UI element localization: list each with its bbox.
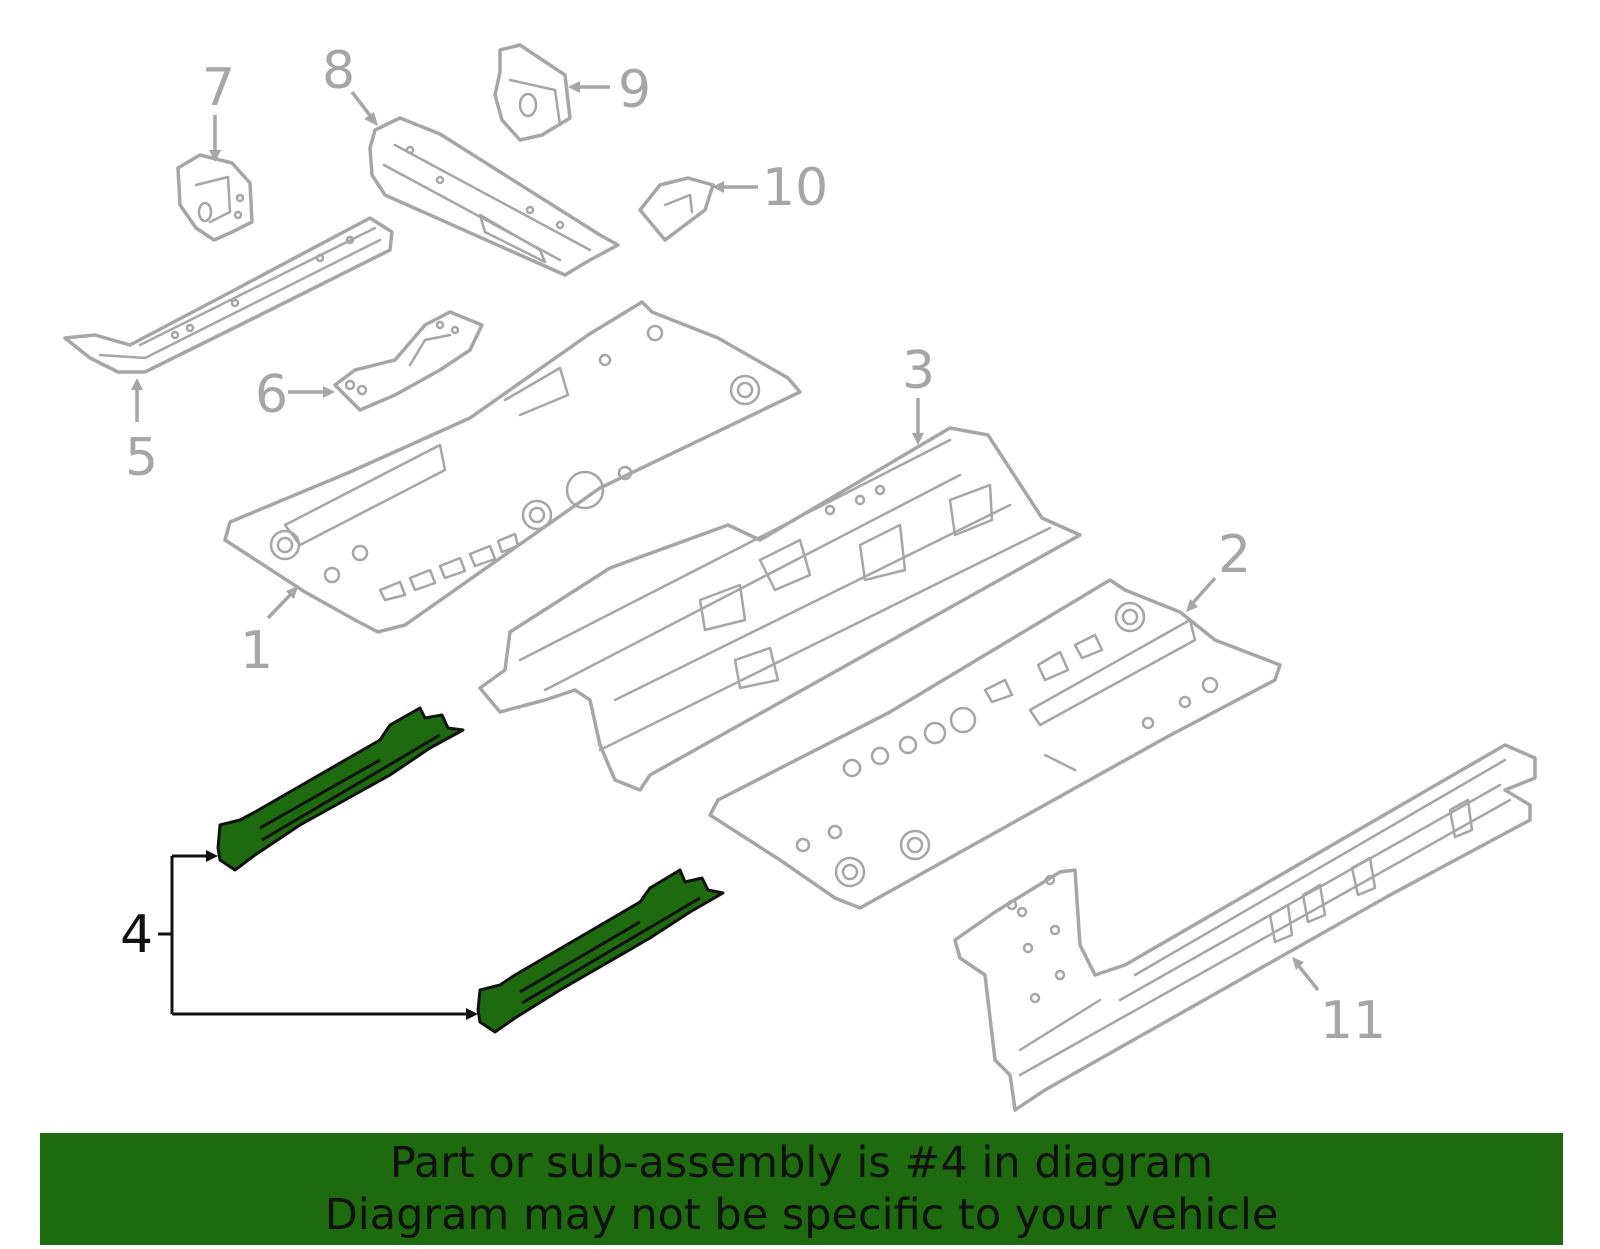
part-3-center-tunnel <box>478 426 1082 792</box>
callout-4: 4 <box>120 905 153 965</box>
part-10-clip <box>638 176 715 242</box>
part-4-reinforcement-upper <box>216 706 465 872</box>
arrowhead-4-lower <box>466 1008 478 1020</box>
callout-5: 5 <box>125 428 158 488</box>
part-7-bracket <box>176 153 254 242</box>
callout-11: 11 <box>1320 991 1386 1051</box>
part-5-side-member <box>63 216 394 374</box>
part-4-lower-shape <box>476 868 725 1034</box>
part-11-rocker <box>953 743 1537 1112</box>
callout-7: 7 <box>202 58 235 118</box>
callout-2: 2 <box>1218 525 1251 585</box>
callout-6: 6 <box>255 365 288 425</box>
callout-8: 8 <box>322 41 355 101</box>
callout-leaders <box>131 81 1320 992</box>
part-8-rail <box>368 116 620 277</box>
part-2-floor-panel <box>708 578 1282 910</box>
callout-3: 3 <box>902 341 935 401</box>
callout-9: 9 <box>618 60 651 120</box>
callout-10: 10 <box>762 158 828 218</box>
part-1-floor-panel <box>223 300 802 634</box>
callout-4-leader <box>158 850 478 1020</box>
part-9-bracket <box>493 43 572 142</box>
callout-1: 1 <box>240 621 273 681</box>
info-banner: Part or sub-assembly is #4 in diagram Di… <box>40 1133 1563 1245</box>
part-4-upper-shape <box>216 706 465 872</box>
part-6-bracket <box>333 310 484 412</box>
arrowhead-4-upper <box>206 850 218 862</box>
banner-line-2: Diagram may not be specific to your vehi… <box>324 1190 1279 1240</box>
part-4-reinforcement-lower <box>476 868 725 1034</box>
banner-line-1: Part or sub-assembly is #4 in diagram <box>389 1138 1214 1188</box>
